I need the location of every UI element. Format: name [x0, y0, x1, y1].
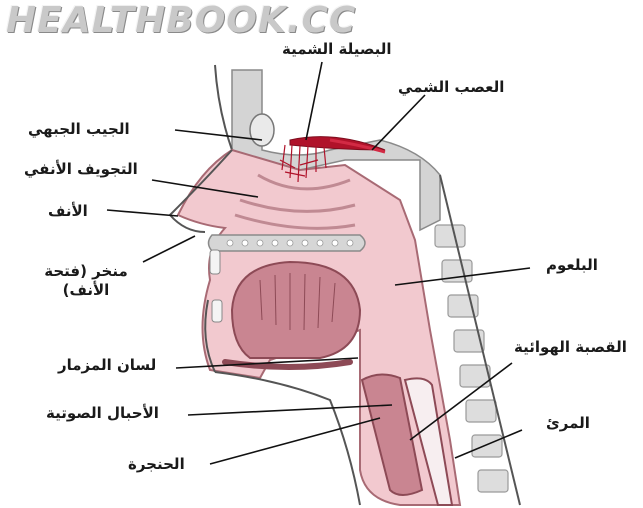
leader-nose: [107, 210, 178, 216]
label-pharynx: البلعوم: [546, 256, 598, 275]
label-epiglottis: لسان المزمار: [58, 356, 156, 375]
palate-dots: [227, 240, 353, 246]
tongue: [232, 262, 360, 358]
label-nostril: منخر (فتحة الأنف): [40, 262, 132, 300]
label-olfactory-nerve: العصب الشمي: [398, 78, 504, 97]
leader-larynx: [210, 418, 380, 464]
label-vocal-cords: الأحبال الصوتية: [46, 404, 159, 423]
label-frontal-sinus: الجيب الجبهي: [28, 120, 130, 139]
upper-teeth: [210, 250, 220, 274]
label-nose: الأنف: [48, 202, 88, 221]
lower-teeth: [212, 300, 222, 322]
leader-olfactory-bulb: [306, 62, 322, 140]
label-larynx: الحنجرة: [128, 455, 185, 474]
frontal-sinus-shape: [250, 114, 274, 146]
label-olfactory-bulb: البصيلة الشمية: [282, 40, 392, 59]
label-nasal-cavity: التجويف الأنفي: [24, 160, 138, 179]
leader-nostril: [143, 236, 195, 262]
forehead-outline: [215, 65, 232, 150]
label-esophagus: المرئ: [546, 414, 590, 433]
neck-front-outline: [215, 372, 360, 505]
label-trachea: القصبة الهوائية: [514, 338, 627, 357]
leader-olfactory-nerve: [372, 95, 425, 150]
